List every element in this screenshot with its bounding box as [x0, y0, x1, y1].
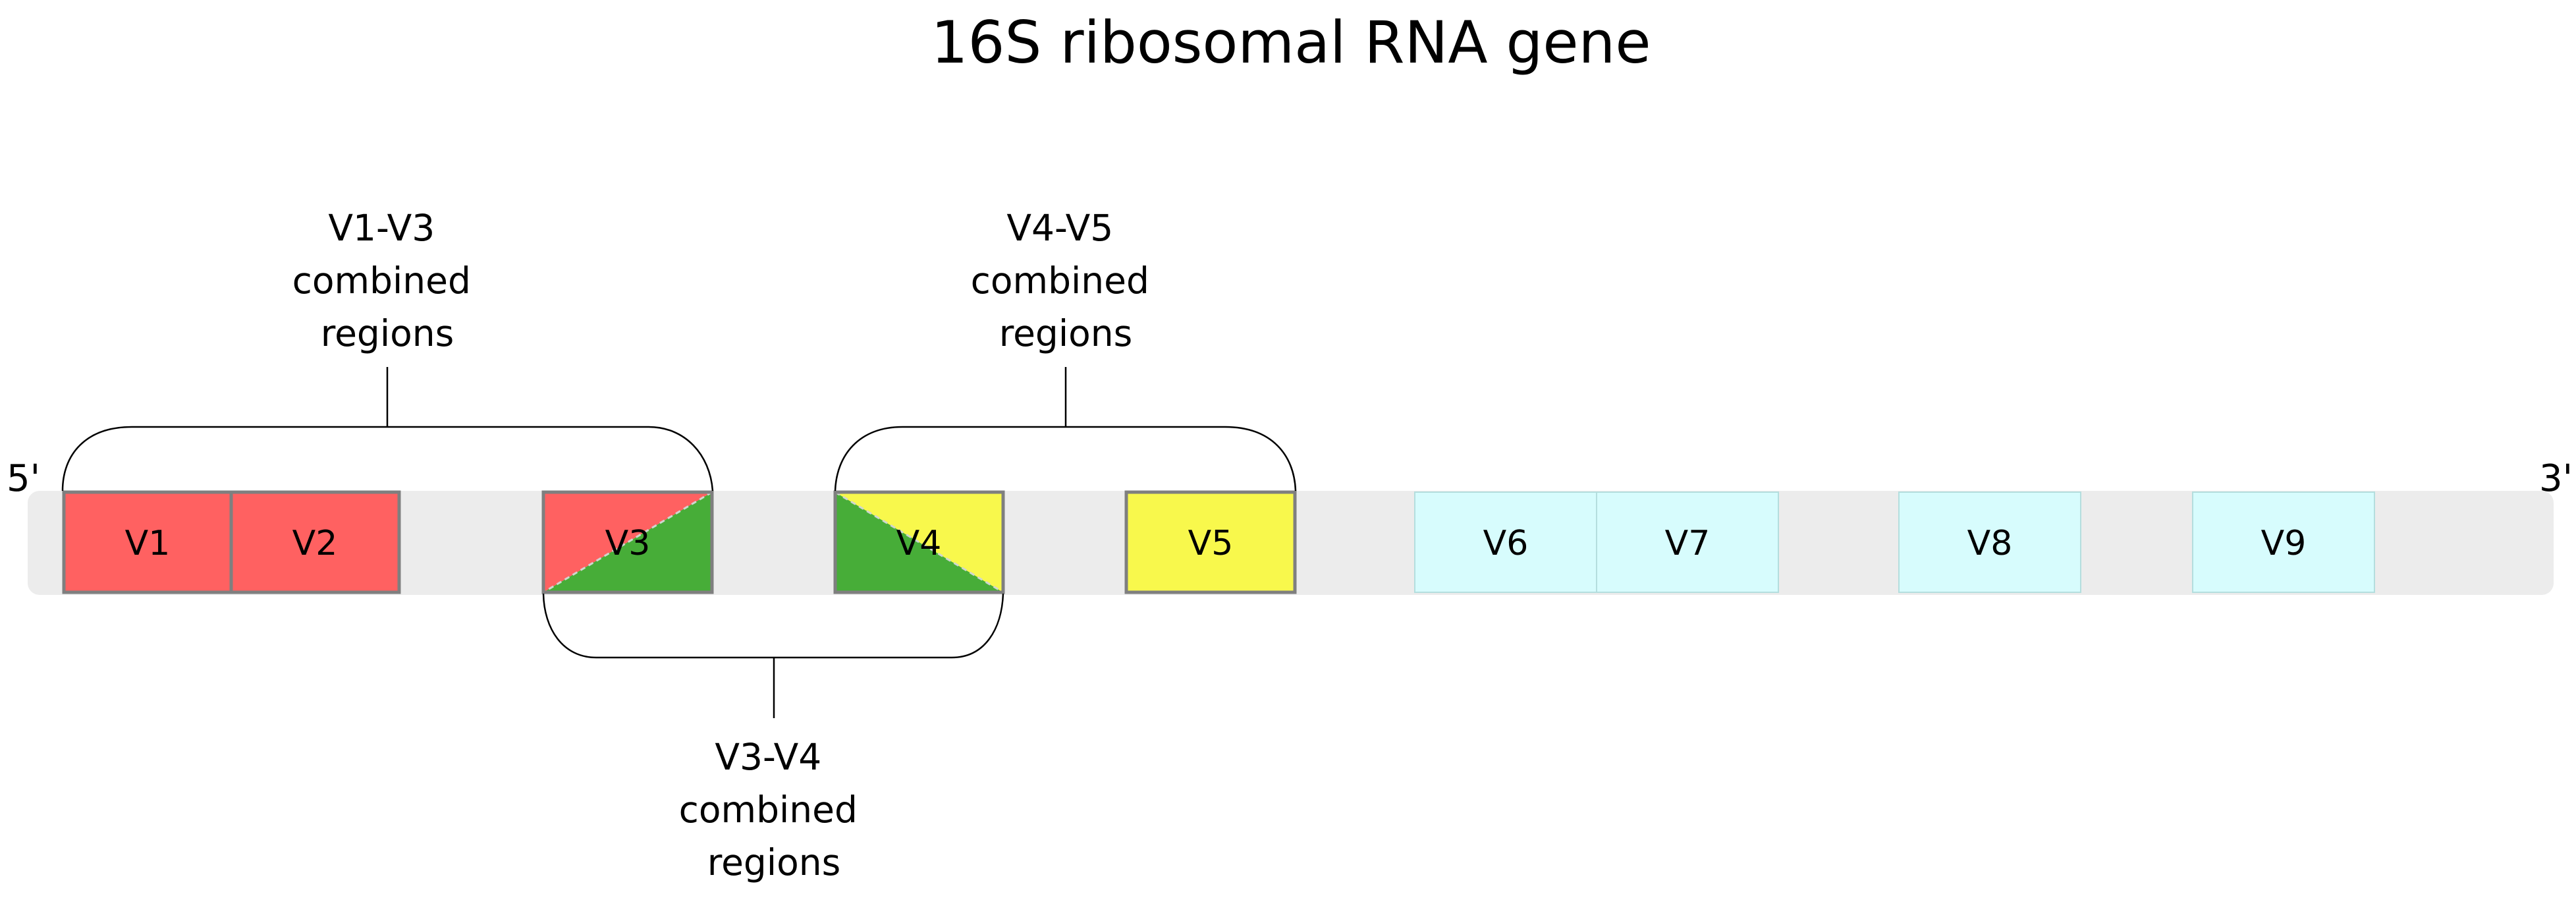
five-prime-label: 5' [7, 457, 40, 500]
group-v1-v3-label-line-1: V1-V3 [328, 207, 435, 249]
group-v3-v4-bracket [542, 593, 1004, 659]
group-v1-v3-label-line-3: regions [321, 312, 454, 354]
region-v1: V1 [62, 490, 233, 594]
group-v3-v4-label: V3-V4 combined regions [679, 736, 869, 884]
region-v7-label: V7 [1665, 524, 1711, 563]
region-v2-outline [229, 490, 401, 594]
region-v1-label: V1 [125, 524, 171, 563]
region-v3-outline [541, 490, 714, 594]
group-v1-v3-bracket [61, 426, 714, 491]
region-v3-diagonal [543, 491, 713, 594]
region-v4-diagonal [835, 491, 1004, 594]
group-v4-v5-bracket [834, 426, 1297, 491]
region-v8: V8 [1898, 491, 2081, 593]
region-v5-fill [1126, 492, 1295, 592]
group-v1-v3: V1-V3 combined regions [61, 207, 714, 491]
group-v4-v5-label-line-2: combined [971, 260, 1149, 302]
region-v2-label: V2 [292, 524, 338, 563]
region-v1-fill [64, 492, 231, 592]
group-v3-v4-label-line-1: V3-V4 [715, 736, 821, 778]
group-v4-v5-label-line-3: regions [999, 312, 1133, 354]
group-v3-v4: V3-V4 combined regions [542, 593, 1004, 884]
region-v4-label: V4 [896, 524, 942, 563]
region-v7: V7 [1596, 491, 1779, 593]
region-v5-outline [1124, 490, 1297, 594]
region-v9-label: V9 [2261, 524, 2307, 563]
group-v4-v5-label-line-1: V4-V5 [1006, 207, 1113, 249]
region-v6: V6 [1414, 491, 1597, 593]
group-v4-v5: V4-V5 combined regions [834, 207, 1297, 491]
region-v4: V4 [833, 490, 1005, 594]
group-v1-v3-label: V1-V3 combined regions [292, 207, 483, 354]
region-v5: V5 [1124, 490, 1297, 594]
region-v8-fill [1899, 492, 2081, 592]
region-v6-fill [1415, 492, 1597, 592]
diagram-title: 16S ribosomal RNA gene [931, 9, 1651, 76]
region-v8-label: V8 [1967, 524, 2013, 563]
region-v9-fill [2193, 492, 2374, 592]
region-v9: V9 [2192, 491, 2375, 593]
region-v7-outline [1596, 491, 1779, 593]
region-v7-fill [1597, 492, 1778, 592]
group-v1-v3-label-line-2: combined [292, 260, 471, 302]
region-v9-outline [2192, 491, 2375, 593]
region-v5-label: V5 [1188, 524, 1234, 563]
region-v2: V2 [229, 490, 401, 594]
region-v8-outline [1898, 491, 2081, 593]
group-v3-v4-label-line-3: regions [707, 841, 841, 884]
group-v4-v5-label: V4-V5 combined regions [971, 207, 1161, 354]
region-v2-fill [231, 492, 399, 592]
region-v6-label: V6 [1483, 524, 1529, 563]
group-v3-v4-label-line-2: combined [679, 789, 858, 831]
region-v3: V3 [541, 490, 714, 594]
region-v3-label: V3 [605, 524, 651, 563]
three-prime-label: 3' [2539, 457, 2573, 500]
region-v4-outline [833, 490, 1005, 594]
